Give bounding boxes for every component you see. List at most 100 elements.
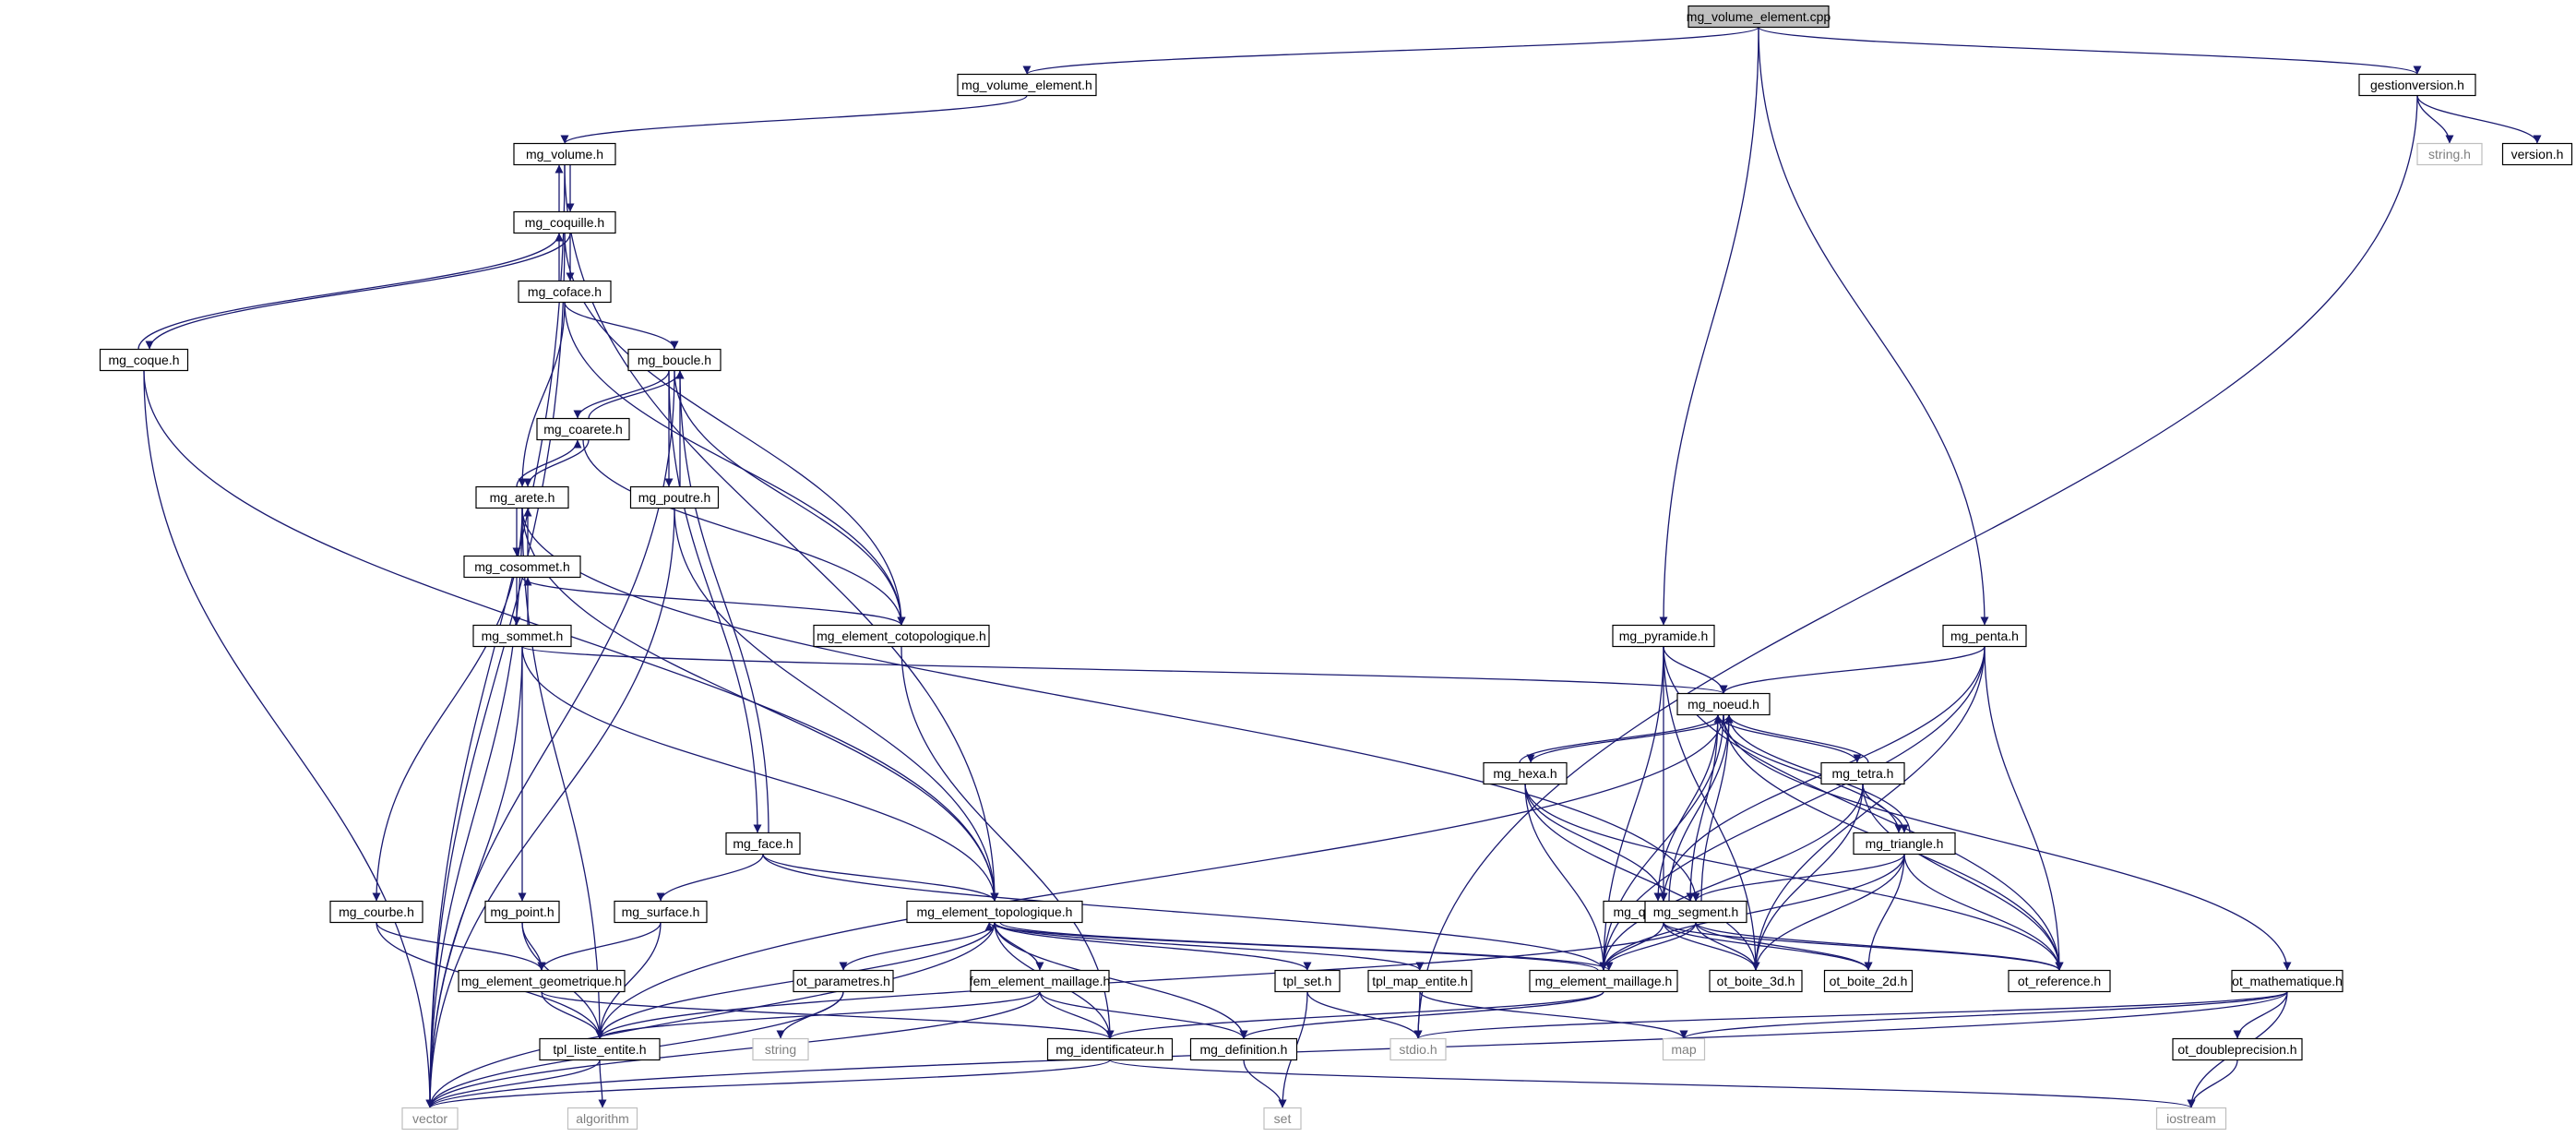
node-ot_boite_2d_h[interactable]: ot_boite_2d.h xyxy=(1823,969,1914,993)
edge-mg_tetra_h-to-mg_triangle_h xyxy=(1862,784,1909,833)
node-tpl_liste_entite_h[interactable]: tpl_liste_entite.h xyxy=(539,1037,661,1061)
node-ot_doubleprecision_h[interactable]: ot_doubleprecision.h xyxy=(2172,1037,2303,1061)
edge-mg_triangle_h-to-mg_element_maillage_h xyxy=(1599,854,1905,971)
node-label: mg_segment.h xyxy=(1653,904,1739,919)
node-label: mg_courbe.h xyxy=(339,904,414,919)
node-map: map xyxy=(1662,1037,1706,1061)
node-gestionversion_h[interactable]: gestionversion.h xyxy=(2358,73,2476,97)
node-mg_penta_h[interactable]: mg_penta.h xyxy=(1942,624,2027,648)
node-label: ot_boite_3d.h xyxy=(1717,974,1795,988)
node-mg_element_maillage_h[interactable]: mg_element_maillage.h xyxy=(1529,969,1678,993)
node-tpl_set_h[interactable]: tpl_set.h xyxy=(1274,969,1341,993)
node-ot_mathematique_h[interactable]: ot_mathematique.h xyxy=(2231,969,2343,993)
node-ot_parametres_h[interactable]: ot_parametres.h xyxy=(793,969,894,993)
edge-mg_element_topologique_h-to-vector xyxy=(425,922,996,1108)
node-label: mg_pyramide.h xyxy=(1619,628,1709,643)
node-label: vector xyxy=(412,1111,447,1126)
edge-mg_hexa_h-to-ot_boite_3d_h xyxy=(1524,784,1760,971)
edge-mg_identificateur_h-to-iostream xyxy=(1109,1059,2196,1109)
node-algorithm: algorithm xyxy=(566,1107,638,1131)
node-label: mg_surface.h xyxy=(622,904,700,919)
node-label: mg_triangle.h xyxy=(1866,836,1944,851)
node-mg_coarete_h[interactable]: mg_coarete.h xyxy=(536,417,630,441)
node-mg_coque_h[interactable]: mg_coque.h xyxy=(99,348,189,372)
node-box xyxy=(463,555,581,579)
node-box xyxy=(566,1107,638,1131)
node-label: mg_cosommet.h xyxy=(474,559,569,574)
edge-mg_coface_h-to-mg_element_cotopologique_h xyxy=(564,302,906,626)
node-label: mg_tetra.h xyxy=(1832,766,1894,781)
node-mg_point_h[interactable]: mg_point.h xyxy=(484,900,560,924)
node-mg_segment_h[interactable]: mg_segment.h xyxy=(1644,900,1747,924)
node-mg_poutre_h[interactable]: mg_poutre.h xyxy=(629,485,720,509)
node-mg_coquille_h[interactable]: mg_coquille.h xyxy=(513,210,616,234)
node-box xyxy=(1274,969,1341,993)
node-box xyxy=(99,348,189,372)
edge-mg_sommet_h-to-mg_noeud_h xyxy=(521,645,1727,695)
edge-mg_definition_h-to-set xyxy=(1243,1059,1287,1108)
node-fem_element_maillage_h[interactable]: fem_element_maillage.h xyxy=(970,969,1111,993)
edge-mg_cosommet_h-to-mg_element_cotopologique_h xyxy=(521,576,906,627)
node-mg_identificateur_h[interactable]: mg_identificateur.h xyxy=(1046,1037,1174,1061)
node-mg_element_topologique_h[interactable]: mg_element_topologique.h xyxy=(906,900,1083,924)
node-mg_face_h[interactable]: mg_face.h xyxy=(725,832,801,856)
edge-mg_element_topologique_h-to-tpl_set_h xyxy=(994,922,1312,971)
node-mg_definition_h[interactable]: mg_definition.h xyxy=(1189,1037,1298,1061)
node-label: version.h xyxy=(2511,147,2564,162)
edge-mg_face_h-to-mg_element_topologique_h xyxy=(762,854,999,902)
edge-mg_surface_h-to-mg_element_geometrique_h xyxy=(537,922,662,971)
edge-mg_pyramide_h-to-ot_boite_3d_h xyxy=(1663,646,1760,971)
node-ot_boite_3d_h[interactable]: ot_boite_3d.h xyxy=(1709,969,1803,993)
node-mg_volume_h[interactable]: mg_volume.h xyxy=(513,142,616,166)
node-mg_volume_element_cpp[interactable]: mg_volume_element.cpp xyxy=(1687,5,1831,29)
node-mg_element_cotopologique_h[interactable]: mg_element_cotopologique.h xyxy=(813,624,990,648)
node-label: mg_definition.h xyxy=(1200,1042,1288,1057)
node-mg_boucle_h[interactable]: mg_boucle.h xyxy=(627,348,722,372)
edge-mg_face_h-to-mg_element_maillage_h xyxy=(762,854,1608,971)
edge-gestionversion_h-to-string_h xyxy=(2416,95,2454,144)
node-box xyxy=(1644,900,1747,924)
node-mg_tetra_h[interactable]: mg_tetra.h xyxy=(1820,761,1905,785)
node-box xyxy=(1853,832,1956,856)
node-label: mg_face.h xyxy=(733,836,793,851)
edge-mg_coarete_h-to-mg_arete_h xyxy=(523,439,590,487)
edge-mg_coface_h-to-mg_boucle_h xyxy=(564,302,679,350)
edge-mg_penta_h-to-ot_boite_3d_h xyxy=(1751,646,1986,971)
edge-tpl_map_entite_h-to-map xyxy=(1419,991,1688,1039)
node-mg_coface_h[interactable]: mg_coface.h xyxy=(518,280,612,304)
node-box xyxy=(2416,142,2483,166)
node-mg_hexa_h[interactable]: mg_hexa.h xyxy=(1483,761,1568,785)
node-box xyxy=(1820,761,1905,785)
node-mg_cosommet_h[interactable]: mg_cosommet.h xyxy=(463,555,581,579)
node-box xyxy=(2172,1037,2303,1061)
node-mg_noeud_h[interactable]: mg_noeud.h xyxy=(1676,692,1771,716)
node-version_h[interactable]: version.h xyxy=(2501,142,2573,166)
node-label: mg_element_maillage.h xyxy=(1535,974,1673,988)
node-tpl_map_entite_h[interactable]: tpl_map_entite.h xyxy=(1367,969,1473,993)
node-label: mg_coquille.h xyxy=(525,215,604,230)
edge-mg_quadrangle_h-to-mg_noeud_h xyxy=(1668,714,1734,902)
node-mg_triangle_h[interactable]: mg_triangle.h xyxy=(1853,832,1956,856)
edge-mg_identificateur_h-to-vector xyxy=(425,1059,1111,1109)
node-box xyxy=(627,348,722,372)
node-mg_volume_element_h[interactable]: mg_volume_element.h xyxy=(957,73,1097,97)
node-mg_arete_h[interactable]: mg_arete.h xyxy=(475,485,569,509)
node-label: tpl_map_entite.h xyxy=(1372,974,1468,988)
node-mg_element_geometrique_h[interactable]: mg_element_geometrique.h xyxy=(458,969,626,993)
node-mg_sommet_h[interactable]: mg_sommet.h xyxy=(472,624,572,648)
node-box xyxy=(1612,624,1715,648)
edge-mg_boucle_h-to-mg_coarete_h xyxy=(573,370,670,419)
edge-mg_triangle_h-to-mg_segment_h xyxy=(1691,854,1905,902)
node-label: mg_boucle.h xyxy=(638,353,711,367)
edge-mg_element_topologique_h-to-mg_definition_h xyxy=(994,922,1248,1039)
node-box xyxy=(2501,142,2573,166)
node-label: mg_hexa.h xyxy=(1493,766,1556,781)
edge-ot_mathematique_h-to-vector xyxy=(425,991,2288,1108)
node-ot_reference_h[interactable]: ot_reference.h xyxy=(2008,969,2111,993)
node-mg_courbe_h[interactable]: mg_courbe.h xyxy=(329,900,423,924)
edge-mg_poutre_h-to-mg_element_topologique_h xyxy=(674,508,999,902)
node-mg_surface_h[interactable]: mg_surface.h xyxy=(614,900,708,924)
edge-mg_sommet_h-to-vector xyxy=(425,646,523,1108)
node-mg_pyramide_h[interactable]: mg_pyramide.h xyxy=(1612,624,1715,648)
node-box xyxy=(614,900,708,924)
